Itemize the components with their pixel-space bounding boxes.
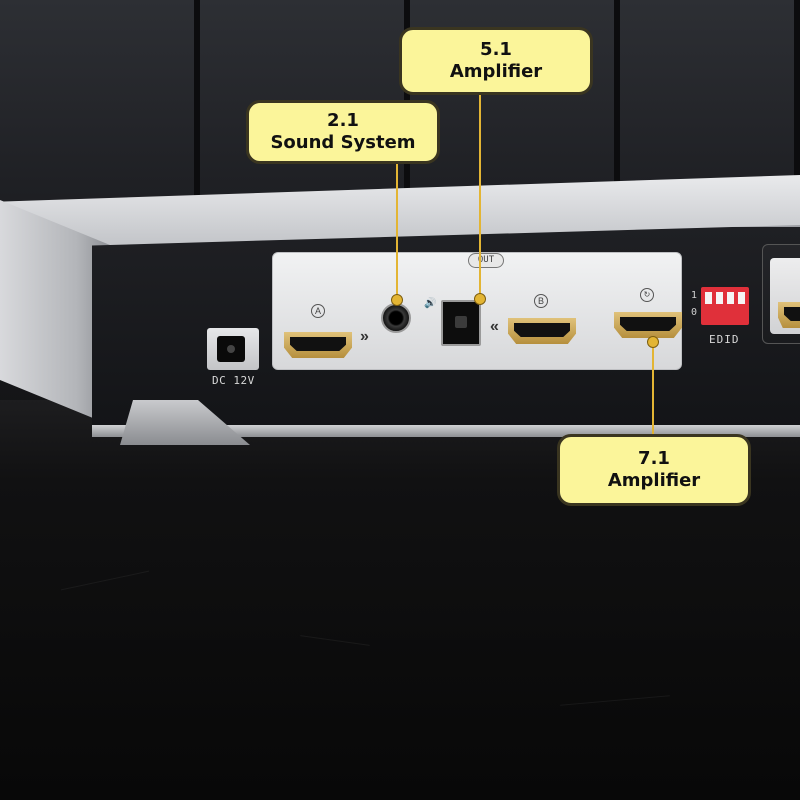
edid-label: EDID (709, 333, 740, 346)
audio-3-5mm-jack[interactable] (381, 303, 411, 333)
callout-line2: Sound System (270, 132, 416, 153)
out-label: OUT (468, 253, 504, 268)
hdmi-port-b-icon[interactable] (508, 318, 576, 344)
pointer-dot-5-1 (474, 293, 486, 305)
dip-toggle[interactable] (727, 292, 734, 304)
callout-2-1-sound-system: 2.1 Sound System (246, 100, 440, 164)
callout-line1: 5.1 (480, 39, 512, 60)
dip-toggle[interactable] (738, 292, 745, 304)
hdmi-port-out-icon[interactable] (614, 312, 682, 338)
wall-panel (0, 0, 200, 210)
pointer-dot-7-1 (647, 336, 659, 348)
callout-line1: 2.1 (327, 110, 359, 131)
surface-texture (560, 695, 670, 706)
port-a-label: A (311, 304, 325, 318)
optical-spdif-port[interactable] (441, 300, 481, 346)
dc-label: DC 12V (212, 374, 255, 387)
device-side (0, 200, 110, 425)
surface-texture (60, 570, 150, 591)
callout-5-1-amplifier: 5.1 Amplifier (399, 27, 593, 95)
output-arrow: « (490, 318, 499, 335)
hdmi-port-a-icon[interactable] (284, 332, 352, 358)
callout-line2: Amplifier (607, 470, 701, 491)
leader-line-2-1 (396, 160, 398, 300)
leader-line-7-1 (652, 342, 654, 436)
dc-power-jack[interactable] (217, 336, 245, 362)
callout-7-1-amplifier: 7.1 Amplifier (557, 434, 751, 506)
pointer-dot-2-1 (391, 294, 403, 306)
edid-dip-switch[interactable] (701, 287, 749, 325)
wall-panel (620, 0, 800, 210)
hdmi-port-in-icon[interactable] (778, 302, 800, 328)
port-b-label: B (534, 294, 548, 308)
callout-line1: 7.1 (638, 448, 670, 469)
dip-toggle[interactable] (705, 292, 712, 304)
dip-label-1: 1 (691, 290, 698, 301)
dip-label-0: 0 (691, 307, 698, 318)
input-arrow: » (360, 328, 369, 345)
leader-line-5-1 (479, 94, 481, 299)
callout-line2: Amplifier (449, 61, 543, 82)
arc-symbol-icon: ↻ (640, 288, 654, 302)
speaker-icon: 🔊 (424, 298, 437, 309)
surface-texture (300, 635, 370, 646)
dip-toggle[interactable] (716, 292, 723, 304)
